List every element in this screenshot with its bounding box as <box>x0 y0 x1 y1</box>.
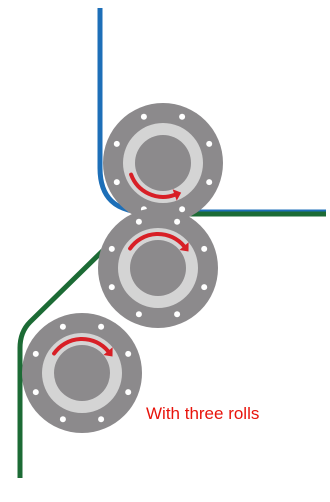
bolt-hole <box>125 389 132 396</box>
bolt-hole <box>174 311 181 318</box>
bolt-hole <box>179 206 186 213</box>
roll-top <box>103 103 223 223</box>
rotation-arrow-icon <box>129 172 177 199</box>
bolt-hole <box>113 140 120 147</box>
roll-hub <box>135 135 191 191</box>
roll-hub <box>130 240 186 296</box>
bolt-hole <box>108 245 115 252</box>
caption-text: With three rolls <box>146 404 260 423</box>
bolt-hole <box>98 323 105 330</box>
bolt-hole <box>32 389 39 396</box>
rotation-arrow-head-icon <box>172 189 182 201</box>
bolt-hole <box>179 113 186 120</box>
roll-hub <box>54 345 110 401</box>
bolt-hole <box>98 416 105 423</box>
bolt-hole <box>59 323 66 330</box>
rotation-arrow-head-icon <box>103 347 113 357</box>
rotation-arrow-icon <box>52 336 110 356</box>
roll-middle <box>98 208 218 328</box>
bolt-hole <box>174 218 181 225</box>
bolt-hole <box>32 350 39 357</box>
bolt-hole <box>201 245 208 252</box>
bolt-hole <box>135 218 142 225</box>
rotation-arrow-head-icon <box>179 242 189 252</box>
bolt-hole <box>135 311 142 318</box>
bolt-hole <box>140 113 147 120</box>
bolt-hole <box>206 179 213 186</box>
bolt-hole <box>108 284 115 291</box>
bolt-hole <box>125 350 132 357</box>
bolt-hole <box>59 416 66 423</box>
bolt-hole <box>113 179 120 186</box>
rotation-arrow-icon <box>128 231 186 251</box>
bolt-hole <box>206 140 213 147</box>
roll-bottom <box>22 313 142 433</box>
bolt-hole <box>201 284 208 291</box>
